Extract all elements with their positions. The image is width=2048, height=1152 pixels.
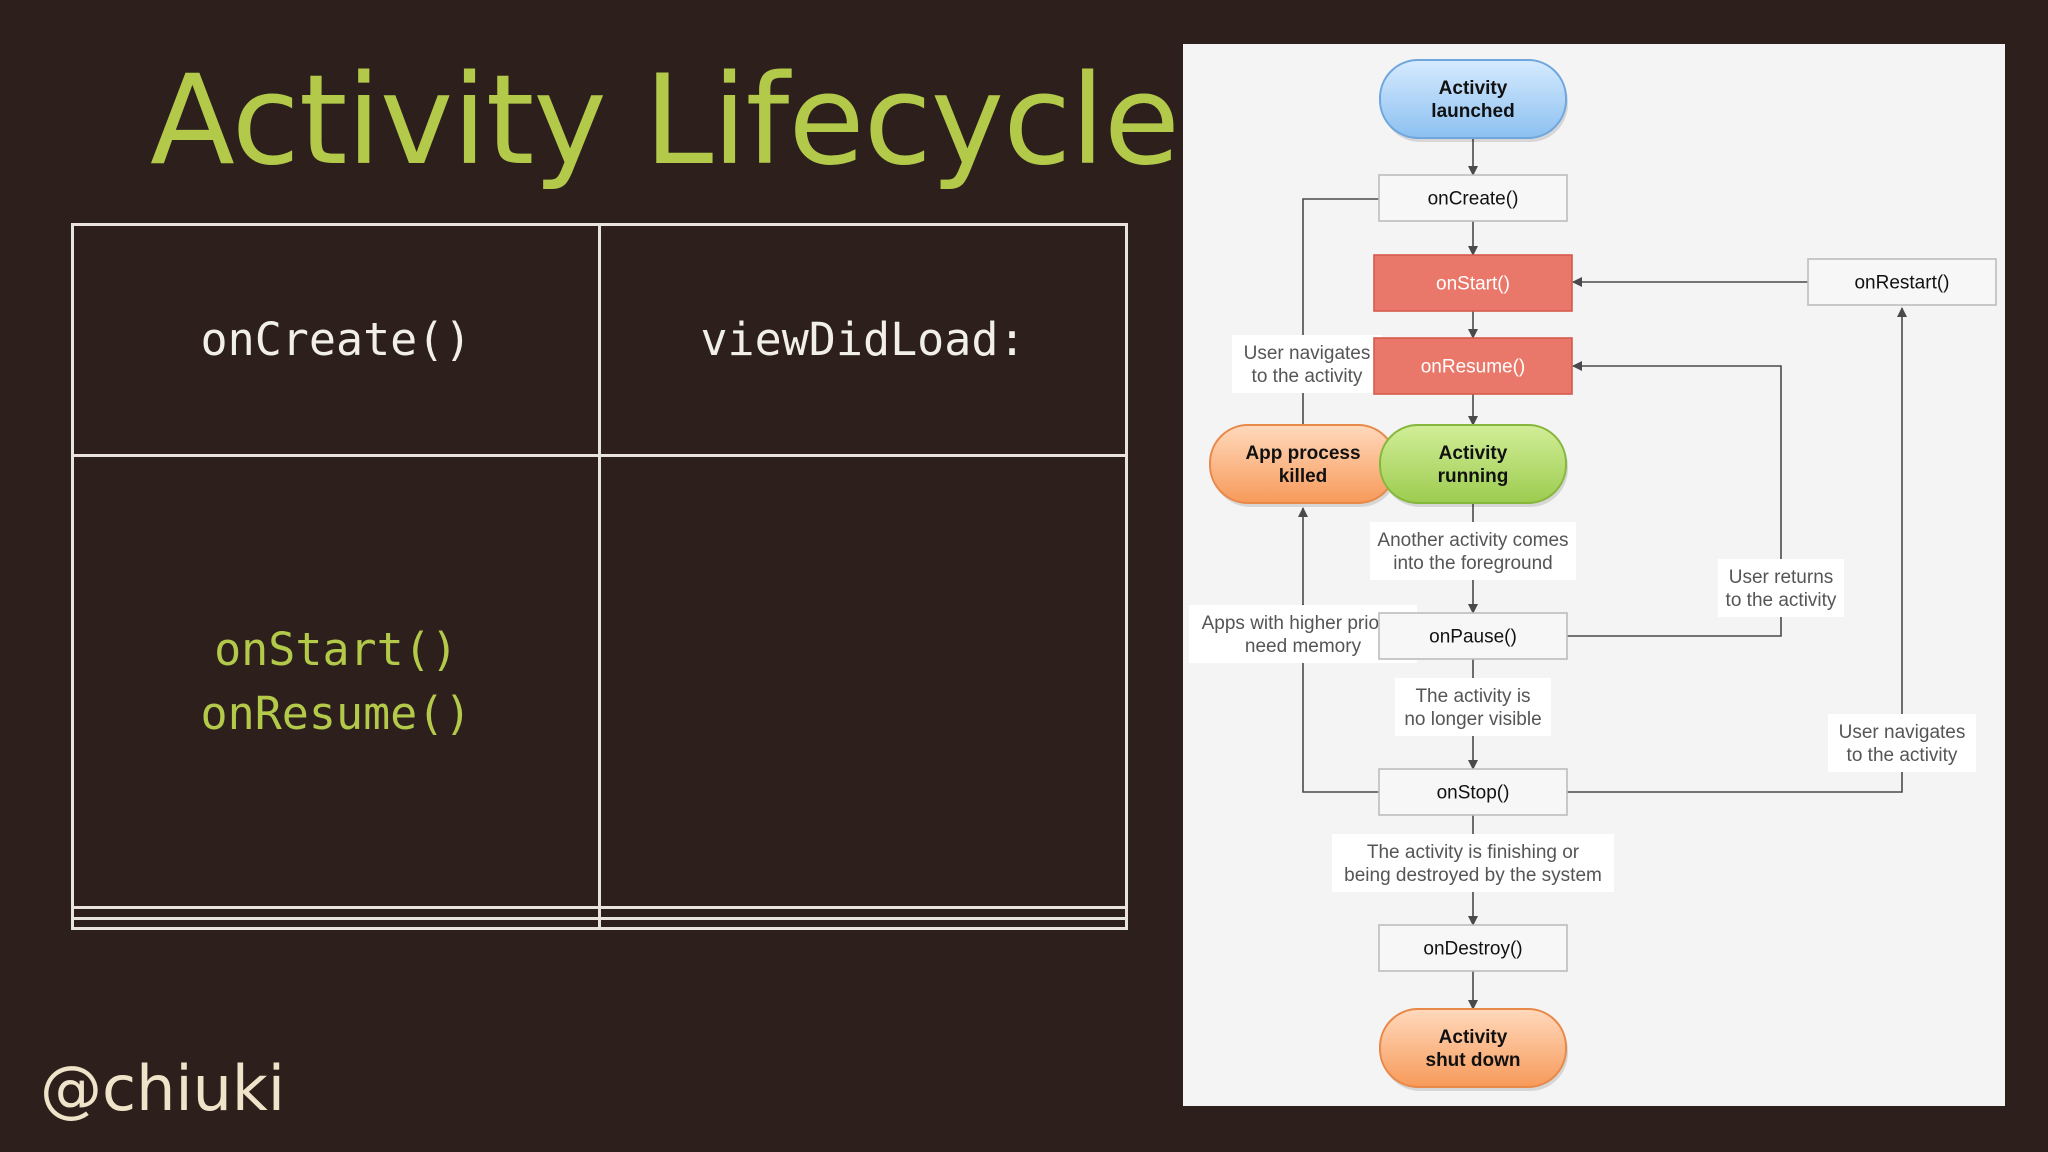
node-shape xyxy=(1379,1008,1567,1088)
node-oncreate: onCreate() xyxy=(1378,174,1568,222)
edge-label: Apps with higher priority xyxy=(1202,613,1405,634)
table-cell xyxy=(71,916,601,931)
node-shape xyxy=(1379,59,1567,139)
node-label: launched xyxy=(1431,101,1514,122)
node-label: Activity xyxy=(1439,1027,1508,1048)
node-shape xyxy=(1807,258,1997,306)
comparison-table: onCreate() viewDidLoad: onStart() onResume(… xyxy=(71,222,1128,931)
node-shape xyxy=(1373,337,1573,395)
edge-label: into the foreground xyxy=(1393,553,1553,574)
node-label: running xyxy=(1438,466,1509,487)
node-label: onResume() xyxy=(1421,357,1526,378)
table-row: onCreate() viewDidLoad: xyxy=(71,222,1128,458)
table-cell xyxy=(598,916,1128,931)
node-onstop: onStop() xyxy=(1378,768,1568,816)
edge-label: The activity is xyxy=(1415,686,1530,707)
node-label: killed xyxy=(1279,466,1328,487)
edge-label-bg xyxy=(1232,335,1382,393)
slide-title: Activity Lifecycle xyxy=(150,49,1180,193)
node-shape xyxy=(1378,924,1568,972)
node-label: App process xyxy=(1245,443,1360,464)
cell-text: viewDidLoad: xyxy=(700,313,1026,367)
edge-label: being destroyed by the system xyxy=(1344,865,1602,886)
node-shape xyxy=(1379,424,1567,504)
node-shape xyxy=(1378,174,1568,222)
node-shape xyxy=(1378,768,1568,816)
table-cell xyxy=(71,906,601,920)
cell-text: onResume() xyxy=(200,686,472,740)
flow-arrow xyxy=(1298,507,1379,793)
node-onpause: onPause() xyxy=(1378,612,1568,660)
edge-label: Another activity comes xyxy=(1377,530,1568,551)
table-cell xyxy=(598,906,1128,920)
author-handle: @chiuki xyxy=(40,1052,286,1125)
node-shape xyxy=(1378,612,1568,660)
edge-label: The activity is finishing or xyxy=(1367,842,1580,863)
table-cell xyxy=(598,454,1128,910)
node-onstart: onStart() xyxy=(1373,254,1573,312)
flow-arrow xyxy=(1567,361,1782,637)
node-shape xyxy=(1373,254,1573,312)
table-cell: onStart() onResume() xyxy=(71,454,601,910)
node-label: onRestart() xyxy=(1854,273,1949,294)
edge-label: need memory xyxy=(1245,636,1362,657)
node-label: onDestroy() xyxy=(1423,939,1522,960)
edge-label: no longer visible xyxy=(1404,709,1541,730)
node-label: onStart() xyxy=(1436,274,1510,295)
edge-label: User returns xyxy=(1729,567,1834,588)
node-onresume: onResume() xyxy=(1373,337,1573,395)
cell-text: onStart() xyxy=(214,622,458,676)
table-cell: viewDidLoad: xyxy=(598,222,1128,458)
cell-text: onCreate() xyxy=(200,313,472,367)
node-label: Activity xyxy=(1439,78,1508,99)
edge-label-bg xyxy=(1332,834,1614,892)
edge-label: to the activity xyxy=(1726,590,1837,611)
node-label: Activity xyxy=(1439,443,1508,464)
node-label: onCreate() xyxy=(1428,189,1519,210)
flow-arrow xyxy=(1567,307,1907,793)
node-label: onPause() xyxy=(1429,627,1517,648)
edge-label-bg xyxy=(1718,559,1844,617)
node-label: shut down xyxy=(1426,1050,1521,1071)
edge-label: User navigates xyxy=(1244,343,1371,364)
table-row xyxy=(71,906,1128,920)
edge-label-bg xyxy=(1370,522,1576,580)
node-label: onStop() xyxy=(1437,783,1510,804)
edge-label: User navigates xyxy=(1839,722,1966,743)
edge-label: to the activity xyxy=(1847,745,1958,766)
edge-label-bg xyxy=(1828,714,1976,772)
node-onrestart: onRestart() xyxy=(1807,258,1997,306)
table-row xyxy=(71,916,1128,931)
edge-label-bg xyxy=(1395,678,1551,736)
table-row: onStart() onResume() xyxy=(71,454,1128,910)
table-cell: onCreate() xyxy=(71,222,601,458)
edge-label: to the activity xyxy=(1252,366,1363,387)
node-ondestroy: onDestroy() xyxy=(1378,924,1568,972)
